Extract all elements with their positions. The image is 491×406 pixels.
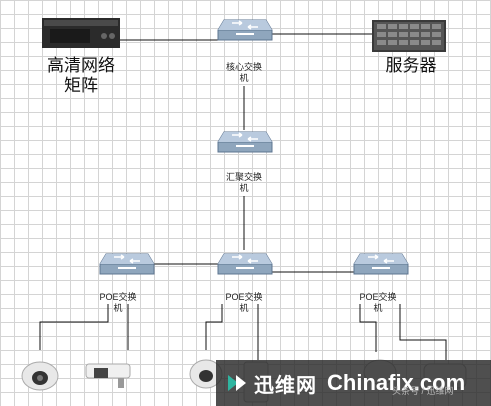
core-switch-label-line1: 核心交换 [225, 62, 262, 72]
agg-switch-label: 汇聚交换 机 [214, 172, 274, 194]
bullet-camera-left-icon [85, 363, 131, 388]
poe-mid-label: POE交换 机 [214, 292, 274, 314]
matrix-label: 高清网络 矩阵 [40, 56, 122, 96]
matrix-device-icon [42, 18, 120, 48]
poe-left-label: POE交换 机 [88, 292, 148, 314]
poe-right-label: POE交换 机 [348, 292, 408, 314]
poe-mid-label-line2: 机 [239, 303, 249, 313]
aggregation-switch-icon [217, 131, 273, 153]
link-poe-mid-dome [205, 304, 223, 350]
matrix-label-line2: 矩阵 [64, 76, 98, 95]
agg-switch-label-line2: 机 [239, 183, 249, 193]
poe-mid-label-line1: POE交换 [225, 292, 263, 302]
server-label: 服务器 [385, 56, 437, 75]
matrix-label-line1: 高清网络 [47, 56, 115, 75]
watermark-banner: 迅维网 Chinafix.com [216, 360, 491, 406]
core-switch-label-line2: 机 [239, 73, 249, 83]
poe-right-label-line2: 机 [373, 303, 383, 313]
core-switch-icon [217, 19, 273, 41]
link-poe-left-dome [39, 304, 109, 350]
poe-left-label-line1: POE交换 [99, 292, 137, 302]
poe-right-label-line1: POE交换 [359, 292, 397, 302]
dome-camera-mid-icon [189, 359, 223, 389]
watermark-handle: 头条号 / 迅维网 [392, 386, 454, 396]
watermark-brand: 迅维网 [254, 374, 317, 397]
watermark-site: Chinafix.com [327, 370, 466, 395]
link-poe-right-bullet [399, 304, 447, 360]
poe-switch-right-icon [353, 253, 409, 275]
link-poe-right-dome [359, 304, 377, 352]
dome-camera-left-icon [21, 361, 59, 391]
brand-logo-icon [226, 371, 250, 395]
connection-lines [39, 33, 447, 360]
poe-switch-mid-icon [217, 253, 273, 275]
core-switch-label: 核心交换 机 [214, 62, 274, 84]
poe-left-label-line2: 机 [113, 303, 123, 313]
poe-switch-left-icon [99, 253, 155, 275]
agg-switch-label-line1: 汇聚交换 [225, 172, 262, 182]
server-icon [372, 20, 446, 52]
